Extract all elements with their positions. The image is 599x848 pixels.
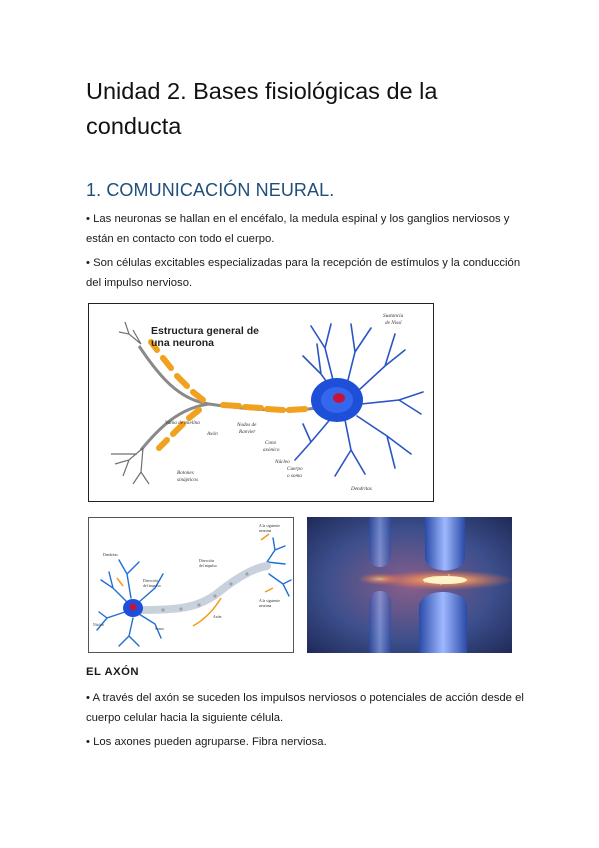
impulse-direction-illustration: Dendritas Dirección del impulso Direcció… (93, 524, 292, 647)
label-soma-2: o soma (287, 473, 302, 479)
paragraph-axon-impulses: • A través del axón se suceden los impul… (86, 692, 524, 724)
label-direccion-2: del impulso (143, 584, 161, 588)
label-nissl-1: Sustancia (383, 313, 404, 319)
label-nissl-2: de Nissl (385, 320, 402, 326)
label-ranvier-2: Ranvier (238, 429, 256, 435)
label-soma: Soma (155, 627, 164, 631)
label-buttons-2: sinápticos (177, 477, 198, 483)
label-siguiente-1a: A la siguiente (259, 524, 280, 528)
figure-heading-line1: Estructura general de (151, 325, 259, 337)
paragraph-axon-grouping: • Los axones pueden agruparse. Fibra ner… (86, 736, 327, 748)
label-axon: Axón (213, 615, 222, 619)
label-axon: Axón (206, 431, 218, 437)
label-myelin: Vaina de mielina (165, 420, 200, 426)
figure-heading-line2: una neurona (151, 337, 214, 349)
neuron-structure-illustration: Estructura general de una neurona Sustan… (111, 313, 424, 492)
label-dendrites: Dendritas (350, 486, 372, 492)
label-direccion-1: Dirección (143, 579, 158, 583)
label-direccion-b2: del impulso (199, 564, 217, 568)
label-ranvier-1: Nodos de (236, 422, 257, 428)
label-nucleo: Núcleo (93, 623, 104, 627)
label-soma-1: Cuerpo (287, 466, 303, 472)
label-cone-2: axónico (263, 447, 280, 453)
axon-subheading: EL AXÓN (86, 666, 140, 678)
paragraph-neuron-function: • Son células excitables especializadas … (86, 257, 521, 289)
label-nucleus: Núcleo (274, 459, 290, 465)
synapse-illustration (307, 517, 515, 653)
synapse-image (307, 517, 515, 653)
label-siguiente-2b: neurona (259, 604, 272, 608)
label-siguiente-1b: neurona (259, 529, 272, 533)
label-dendritas: Dendritas (103, 553, 118, 557)
label-direccion-b1: Dirección (199, 559, 214, 563)
neuron-nucleus (333, 393, 345, 403)
paragraph-neuron-location: • Las neuronas se hallan en el encéfalo,… (86, 213, 510, 245)
label-cone-1: Cono (265, 440, 277, 446)
page-title: Unidad 2. Bases fisiológicas de la condu… (86, 78, 438, 139)
neuron-structure-figure: Estructura general de una neurona Sustan… (88, 303, 434, 502)
label-buttons-1: Botones (177, 470, 194, 476)
section-heading: 1. COMUNICACIÓN NEURAL. (86, 180, 335, 200)
label-siguiente-2a: A la siguiente (259, 599, 280, 603)
impulse-direction-figure: Dendritas Dirección del impulso Direcció… (88, 517, 294, 653)
